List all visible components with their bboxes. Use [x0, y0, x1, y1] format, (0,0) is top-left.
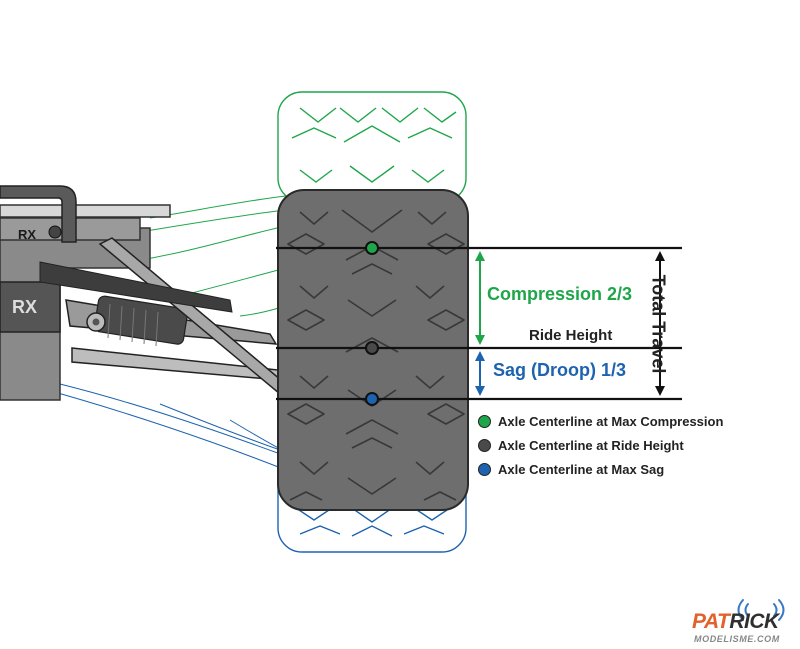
logo-site-text: MODELISME.COM	[694, 634, 780, 644]
legend-label: Axle Centerline at Max Compression	[498, 413, 724, 429]
legend-item-max-sag: Axle Centerline at Max Sag	[478, 460, 664, 478]
ride-height-label: Ride Height	[529, 327, 613, 344]
logo-wordmark: PATRICK	[692, 610, 779, 634]
legend-label: Axle Centerline at Ride Height	[498, 437, 684, 453]
compression-label: Compression 2/3	[487, 284, 633, 304]
sag-arrow	[475, 351, 485, 396]
chassis-badge: RX	[18, 227, 36, 242]
logo-signal-icon	[737, 599, 785, 621]
legend-item-max-compression: Axle Centerline at Max Compression	[478, 412, 723, 430]
compression-arrow	[475, 251, 485, 345]
logo-word-part-a: PAT	[692, 610, 730, 633]
compressed-tire-outline	[277, 91, 467, 203]
axle-marker-max-compression	[365, 241, 379, 255]
watermark-logo: PATRICK MODELISME.COM	[690, 610, 798, 646]
legend-item-ride-height: Axle Centerline at Ride Height	[478, 436, 684, 454]
total-travel-arrow	[655, 251, 665, 396]
blue-dot-icon	[478, 462, 491, 476]
chassis: RX RX	[0, 185, 290, 471]
gray-dot-icon	[478, 438, 491, 452]
chassis-badge-lower: RX	[12, 297, 37, 317]
green-dot-icon	[478, 414, 491, 428]
logo-word-part-b: RICK	[729, 610, 779, 633]
sag-label: Sag (Droop) 1/3	[493, 360, 627, 380]
reference-lines	[276, 246, 682, 401]
legend-label: Axle Centerline at Max Sag	[498, 461, 665, 477]
axle-marker-max-sag	[365, 392, 379, 406]
total-travel-label: Total Travel	[648, 274, 669, 374]
axle-marker-ride-height	[365, 341, 379, 355]
